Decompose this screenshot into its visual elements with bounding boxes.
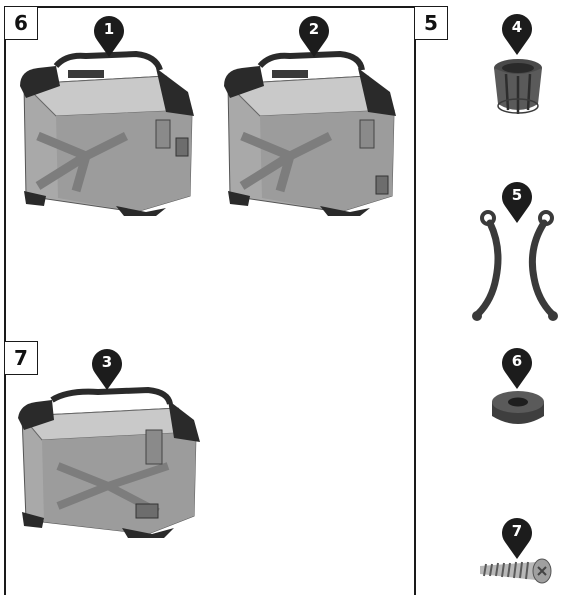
rubber-grommet-icon xyxy=(488,386,548,432)
frame-divider-line xyxy=(414,6,416,595)
strap-pair-icon xyxy=(466,208,566,326)
side-case-icon xyxy=(16,46,198,216)
callout-marker-5: 5 xyxy=(500,180,534,224)
callout-marker-1: 1 xyxy=(92,14,126,58)
callout-marker-3: 3 xyxy=(90,347,124,391)
callout-number-4: 4 xyxy=(511,18,523,36)
callout-marker-6: 6 xyxy=(500,346,534,390)
frame-left-line xyxy=(4,6,6,595)
frame-top-line xyxy=(4,6,415,8)
callout-number-6: 6 xyxy=(511,352,523,370)
callout-marker-4: 4 xyxy=(500,12,534,56)
section-label-6: 6 xyxy=(4,6,38,40)
callout-number-5: 5 xyxy=(511,186,523,204)
callout-marker-2: 2 xyxy=(297,14,331,58)
section-label-5: 5 xyxy=(414,6,448,40)
callout-number-7: 7 xyxy=(511,522,523,540)
callout-number-3: 3 xyxy=(101,353,113,371)
side-case-icon xyxy=(222,46,402,216)
callout-number-1: 1 xyxy=(103,20,115,38)
top-case-icon xyxy=(18,386,200,538)
screw-icon xyxy=(476,554,556,588)
callout-marker-7: 7 xyxy=(500,516,534,560)
section-label-7: 7 xyxy=(4,341,38,375)
callout-number-2: 2 xyxy=(308,20,320,38)
bushing-icon xyxy=(488,54,548,120)
